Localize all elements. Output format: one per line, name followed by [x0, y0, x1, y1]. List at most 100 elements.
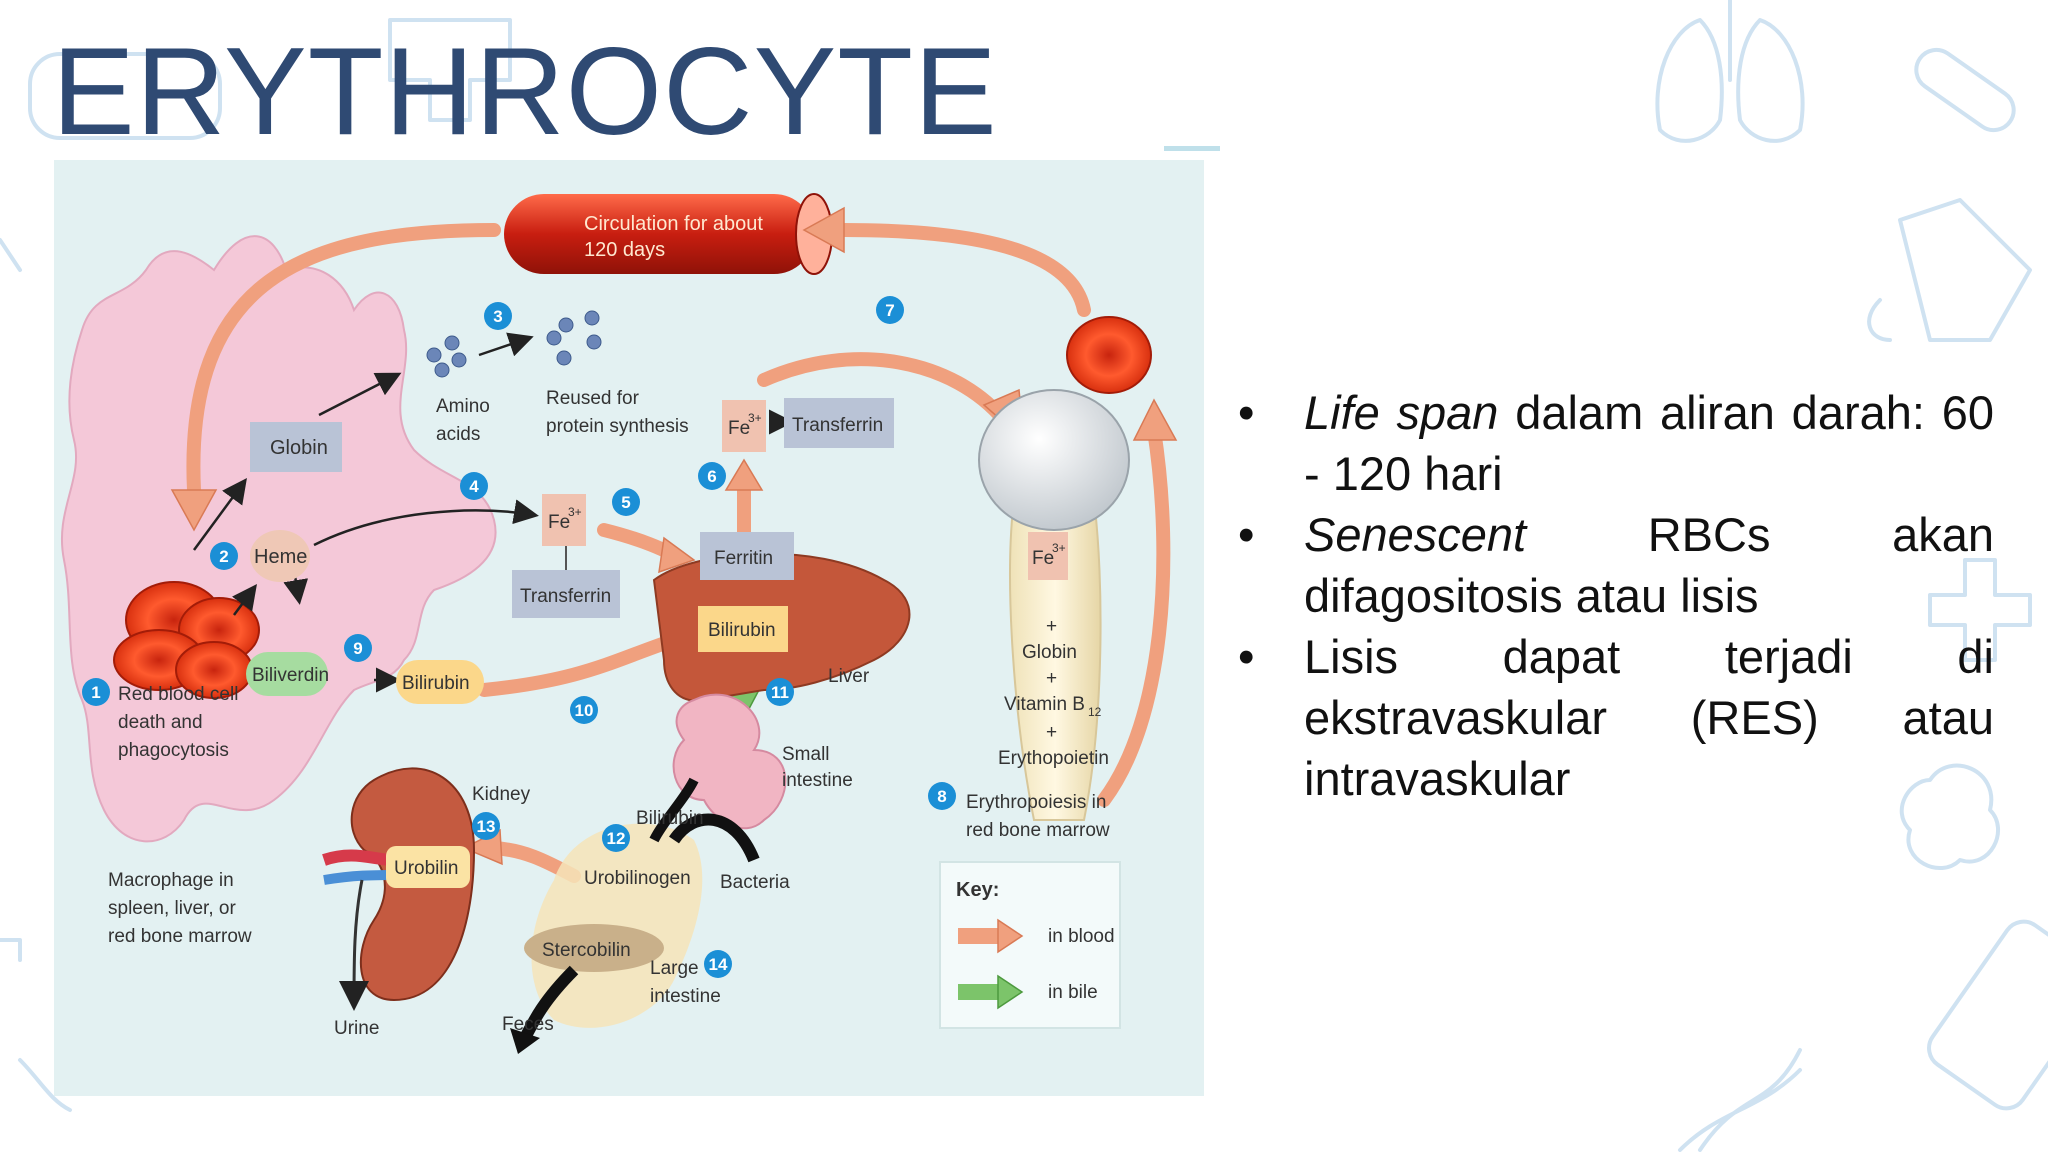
- reused-label-1: Reused for: [546, 388, 640, 409]
- transferrin-left-box: Transferrin: [512, 570, 620, 618]
- erythropoietin-label: Erythopoietin: [998, 748, 1109, 769]
- svg-text:Globin: Globin: [270, 437, 328, 459]
- bullet-2-text: RBCs akan difagositosis atau lisis: [1304, 508, 1994, 622]
- bone-globin-label: Globin: [1022, 642, 1077, 663]
- small-intestine-label-2: intestine: [782, 770, 853, 791]
- svg-text:3+: 3+: [748, 411, 762, 425]
- large-intestine-label-2: intestine: [650, 986, 721, 1007]
- svg-text:Ferritin: Ferritin: [714, 548, 773, 569]
- blood-arrow-vessel-to-macrophage: [186, 223, 501, 497]
- svg-text:12: 12: [607, 829, 626, 848]
- step-badge-8: 8: [928, 782, 956, 810]
- svg-text:3+: 3+: [1052, 541, 1066, 555]
- step-badge-11: 11: [766, 678, 794, 706]
- blood-arrow-rbc-to-vessel: [837, 223, 1091, 317]
- fe-left-box: Fe 3+: [542, 494, 586, 546]
- stercobilin-blob: [524, 924, 664, 972]
- key-blood-arrow-icon: [958, 918, 1024, 954]
- tablet-icon: [1927, 919, 2048, 1111]
- svg-text:Fe: Fe: [548, 512, 570, 533]
- svg-text:9: 9: [353, 639, 362, 658]
- bone-plus-3: +: [1046, 722, 1057, 743]
- urobilin-box: Urobilin: [386, 846, 470, 888]
- bullet-list: Life span dalam aliran darah: 60 - 120 h…: [1238, 382, 1994, 809]
- feces-label: Feces: [502, 1014, 554, 1035]
- biliverdin-box: Biliverdin: [246, 652, 329, 696]
- reused-label-2: protein synthesis: [546, 416, 689, 437]
- svg-text:Transferrin: Transferrin: [520, 586, 611, 607]
- side-icons-left: [0, 238, 72, 1112]
- macrophage-label-2: spleen, liver, or: [108, 898, 236, 919]
- svg-text:2: 2: [219, 547, 228, 566]
- step-badge-3: 3: [484, 302, 512, 330]
- amino-acids-label-1: Amino: [436, 396, 490, 417]
- slide-title: ERYTHROCYTE: [52, 23, 998, 161]
- iv-bag-icon: [1867, 198, 2032, 342]
- svg-text:13: 13: [477, 817, 496, 836]
- key-bile-arrow-icon: [958, 974, 1024, 1010]
- step-badge-9: 9: [344, 634, 372, 662]
- bone-fe-box: Fe 3+: [1028, 532, 1068, 580]
- step-badge-5: 5: [612, 488, 640, 516]
- svg-text:1: 1: [91, 683, 100, 702]
- step-badge-2: 2: [210, 542, 238, 570]
- step-badge-4: 4: [460, 472, 488, 500]
- svg-text:Bilirubin: Bilirubin: [708, 620, 776, 641]
- liver-label: Liver: [828, 666, 870, 687]
- rbc-cluster-icon: [113, 581, 260, 699]
- erythropoiesis-label-2: red bone marrow: [966, 820, 1110, 841]
- bullet-2-italic: Senescent: [1304, 508, 1527, 561]
- dna-icon: [1678, 1048, 1802, 1152]
- svg-text:Biliverdin: Biliverdin: [252, 665, 329, 686]
- bone-plus-2: +: [1046, 668, 1057, 689]
- amino-acids-label-2: acids: [436, 424, 480, 445]
- step-badge-12: 12: [602, 824, 630, 852]
- vitamin-label: Vitamin B: [1004, 694, 1085, 715]
- bullet-3-text: Lisis dapat terjadi di ekstravaskular (R…: [1304, 630, 1994, 805]
- svg-text:Heme: Heme: [254, 546, 307, 568]
- bone-plus-1: +: [1046, 616, 1057, 637]
- bullet-1-text: dalam aliran darah: 60 - 120 hari: [1304, 386, 1994, 500]
- large-intestine-label-1: Large: [650, 958, 699, 979]
- pill-icon: [1914, 47, 2016, 133]
- svg-text:3: 3: [493, 307, 502, 326]
- small-intestine-organ: [672, 693, 787, 830]
- blood-arrow-transferrin-to-bone: [757, 352, 1011, 427]
- step-badge-10: 10: [570, 696, 598, 724]
- svg-text:7: 7: [885, 301, 894, 320]
- bullet-item-1: Life span dalam aliran darah: 60 - 120 h…: [1238, 382, 1994, 504]
- svg-text:11: 11: [771, 683, 789, 702]
- fe-top-box: Fe 3+: [722, 400, 766, 452]
- bullet-item-3: Lisis dapat terjadi di ekstravaskular (R…: [1238, 626, 1994, 809]
- blood-arrow-bone-to-rbc: [1097, 423, 1171, 807]
- macrophage-label-1: Macrophage in: [108, 870, 234, 891]
- svg-text:Fe: Fe: [1032, 548, 1054, 569]
- circulation-vessel: Circulation for about 120 days: [504, 193, 833, 275]
- circulation-label-line2: 120 days: [584, 239, 665, 261]
- bilirubin-box-liver: Bilirubin: [698, 606, 788, 652]
- rbc-death-label-1: Red blood cell: [118, 684, 238, 705]
- svg-text:Transferrin: Transferrin: [792, 415, 883, 436]
- bacteria-curve: [669, 813, 760, 863]
- macrophage-label-3: red bone marrow: [108, 926, 252, 947]
- svg-text:10: 10: [575, 701, 594, 720]
- step-badge-14: 14: [704, 950, 732, 978]
- step-badge-1: 1: [82, 678, 110, 706]
- svg-text:Bilirubin: Bilirubin: [402, 673, 470, 694]
- urine-arrow: [339, 879, 370, 1011]
- lungs-icon: [1655, 0, 1805, 143]
- svg-text:3+: 3+: [568, 505, 582, 519]
- small-intestine-label-1: Small: [782, 744, 830, 765]
- rbc-death-label-3: phagocytosis: [118, 740, 229, 761]
- step-badge-6: 6: [698, 462, 726, 490]
- svg-text:8: 8: [937, 787, 946, 806]
- svg-text:Urobilin: Urobilin: [394, 858, 458, 879]
- rbc-new-icon: [1066, 316, 1152, 394]
- blood-arrow-bilirubin-to-liver: [477, 633, 681, 697]
- svg-text:4: 4: [469, 477, 479, 496]
- svg-text:Fe: Fe: [728, 418, 750, 439]
- kidney-label: Kidney: [472, 784, 531, 805]
- transferrin-top-box: Transferrin: [784, 398, 894, 448]
- heme-circle: Heme: [250, 530, 310, 582]
- key-blood-label: in blood: [1048, 926, 1115, 947]
